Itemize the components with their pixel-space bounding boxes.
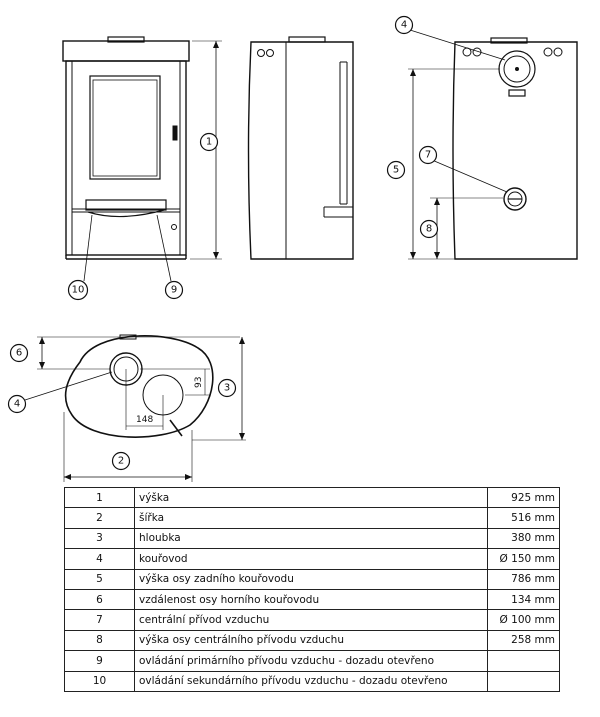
spec-row-value: Ø 150 mm	[487, 548, 560, 570]
callout-2: 2	[111, 451, 131, 471]
svg-text:2: 2	[118, 456, 124, 467]
callout-7: 7	[418, 145, 438, 165]
plan-dimensions: 148 93	[37, 336, 246, 482]
svg-text:4: 4	[14, 399, 20, 410]
svg-text:9: 9	[171, 285, 177, 296]
front-view	[62, 36, 190, 260]
spec-row-value: 258 mm	[487, 629, 560, 652]
spec-row-label: výška	[133, 486, 489, 509]
spec-row-value: 380 mm	[487, 527, 560, 550]
spec-row-value: 786 mm	[487, 568, 560, 590]
spec-row-label: kouřovod	[133, 548, 489, 570]
callout-4-plan: 4	[7, 394, 27, 414]
spec-row-label: vzdálenost osy horního kouřovodu	[133, 588, 489, 611]
svg-text:10: 10	[72, 285, 85, 296]
spec-row-number: 10	[64, 670, 135, 692]
spec-row-label: výška osy zadního kouřovodu	[133, 568, 489, 590]
height-dimension	[190, 40, 222, 260]
spec-row-value: 516 mm	[487, 507, 560, 529]
spec-row-number: 2	[64, 507, 135, 529]
plan-offset-x-label: 148	[136, 415, 153, 425]
spec-row-number: 9	[64, 650, 135, 672]
spec-row-value	[487, 650, 560, 672]
svg-text:1: 1	[206, 137, 212, 148]
callout-3: 3	[217, 378, 237, 398]
spec-row-label: centrální přívod vzduchu	[133, 609, 489, 631]
spec-row-number: 7	[64, 609, 135, 631]
callout-10: 10	[67, 279, 89, 301]
callout-leaders	[24, 29, 508, 401]
side-view	[247, 36, 354, 260]
callout-1: 1	[199, 132, 219, 152]
spec-row-number: 3	[64, 527, 135, 550]
callout-5: 5	[386, 160, 406, 180]
callout-8: 8	[419, 219, 439, 239]
svg-text:6: 6	[16, 348, 22, 359]
svg-text:3: 3	[224, 383, 230, 394]
spec-row-label: hloubka	[133, 527, 489, 550]
spec-row-label: ovládání primárního přívodu vzduchu - do…	[133, 650, 489, 672]
spec-row-value: 925 mm	[487, 486, 560, 509]
rear-view	[452, 37, 578, 260]
stove-technical-drawing: 148 93 1 4 5 7 8 10 9 6	[7, 15, 578, 482]
spec-row-value: Ø 100 mm	[487, 609, 560, 631]
rear-dimensions	[408, 68, 503, 260]
svg-text:8: 8	[426, 224, 432, 235]
svg-text:5: 5	[393, 165, 399, 176]
plan-offset-y-label: 93	[194, 377, 204, 388]
spec-row-label: šířka	[133, 507, 489, 529]
spec-row-label: výška osy centrálního přívodu vzduchu	[133, 629, 489, 652]
spec-row-value	[487, 670, 560, 692]
callout-6: 6	[9, 343, 29, 363]
spec-row-number: 4	[64, 548, 135, 570]
spec-row-number: 5	[64, 568, 135, 590]
spec-row-value: 134 mm	[487, 588, 560, 611]
spec-row-label: ovládání sekundárního přívodu vzduchu - …	[133, 670, 489, 692]
spec-row-number: 6	[64, 588, 135, 611]
callout-9: 9	[164, 280, 184, 300]
spec-row-number: 1	[64, 486, 135, 509]
callout-4-rear: 4	[394, 15, 414, 35]
spec-row-number: 8	[64, 629, 135, 652]
svg-text:7: 7	[425, 150, 431, 161]
svg-text:4: 4	[401, 20, 407, 31]
